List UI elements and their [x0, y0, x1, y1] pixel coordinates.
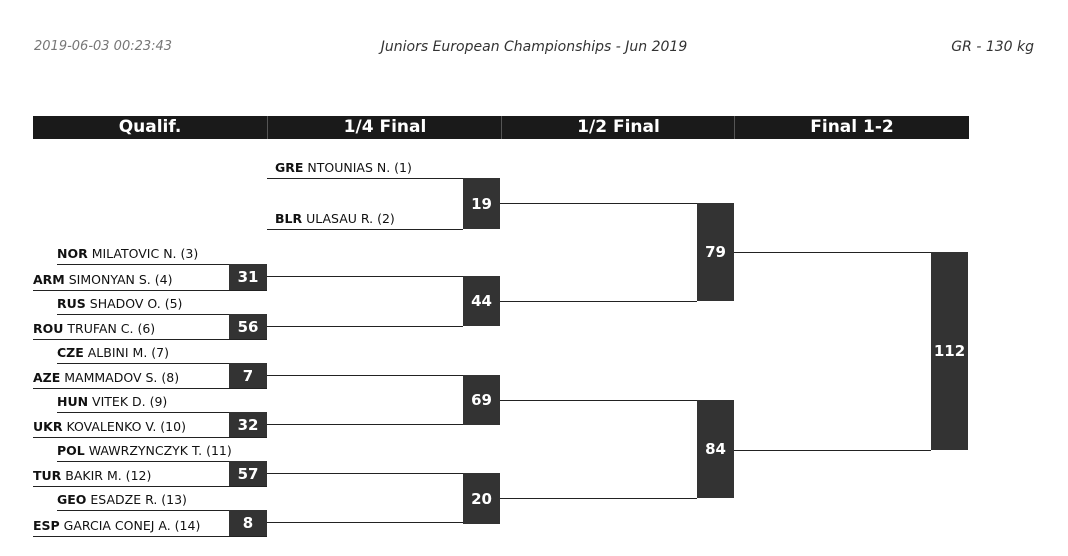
bracket-line: [57, 461, 267, 462]
bracket-line: [267, 424, 463, 425]
bracket-line: [267, 229, 463, 230]
round-header-quarter: 1/4 Final: [267, 116, 502, 139]
athlete-entry: BLR ULASAU R. (2): [275, 211, 395, 226]
bracket-line: [33, 437, 267, 438]
athlete-entry: ARM SIMONYAN S. (4): [33, 272, 172, 287]
bracket-line: [33, 290, 267, 291]
match-box-qualif[interactable]: 31: [229, 264, 267, 290]
match-box-qualif[interactable]: 56: [229, 314, 267, 339]
athlete-nation: UKR: [33, 419, 63, 434]
bracket-line: [267, 326, 463, 327]
bracket-line: [33, 486, 267, 487]
athlete-nation: POL: [57, 443, 85, 458]
athlete-name: ULASAU R. (2): [302, 211, 395, 226]
round-header-semi: 1/2 Final: [501, 116, 735, 139]
athlete-nation: RUS: [57, 296, 86, 311]
athlete-entry: GRE NTOUNIAS N. (1): [275, 160, 412, 175]
athlete-nation: NOR: [57, 246, 88, 261]
athlete-nation: ROU: [33, 321, 64, 336]
athlete-nation: TUR: [33, 468, 62, 483]
match-box-qualif[interactable]: 32: [229, 412, 267, 437]
athlete-entry: HUN VITEK D. (9): [57, 394, 167, 409]
bracket-line: [267, 375, 463, 376]
athlete-entry: TUR BAKIR M. (12): [33, 468, 151, 483]
athlete-name: BAKIR M. (12): [61, 468, 152, 483]
match-box-qualif[interactable]: 57: [229, 461, 267, 486]
athlete-name: KOVALENKO V. (10): [62, 419, 186, 434]
match-box-quarter[interactable]: 20: [463, 473, 500, 524]
match-box-quarter[interactable]: 69: [463, 375, 500, 425]
bracket-line: [33, 388, 267, 389]
bracket-line: [734, 450, 931, 451]
athlete-entry: UKR KOVALENKO V. (10): [33, 419, 186, 434]
athlete-name: MAMMADOV S. (8): [60, 370, 180, 385]
athlete-entry: AZE MAMMADOV S. (8): [33, 370, 179, 385]
athlete-entry: RUS SHADOV O. (5): [57, 296, 182, 311]
athlete-nation: BLR: [275, 211, 303, 226]
athlete-name: ALBINI M. (7): [83, 345, 169, 360]
bracket-line: [734, 252, 931, 253]
athlete-name: SHADOV O. (5): [85, 296, 183, 311]
athlete-name: SIMONYAN S. (4): [64, 272, 173, 287]
match-box-qualif[interactable]: 8: [229, 510, 267, 536]
weight-category: GR - 130 kg: [951, 39, 1034, 55]
athlete-name: VITEK D. (9): [88, 394, 168, 409]
athlete-name: TRUFAN C. (6): [63, 321, 156, 336]
bracket-line: [57, 412, 267, 413]
athlete-name: WAWRZYNCZYK T. (11): [84, 443, 232, 458]
athlete-nation: AZE: [33, 370, 61, 385]
match-box-semi[interactable]: 84: [697, 400, 734, 498]
bracket-line: [267, 178, 463, 179]
bracket-line: [500, 498, 697, 499]
athlete-name: GARCIA CONEJ A. (14): [59, 518, 201, 533]
athlete-nation: HUN: [57, 394, 89, 409]
athlete-name: ESADZE R. (13): [86, 492, 187, 507]
athlete-nation: ESP: [33, 518, 60, 533]
bracket-line: [500, 400, 697, 401]
athlete-entry: POL WAWRZYNCZYK T. (11): [57, 443, 232, 458]
timestamp: 2019-06-03 00:23:43: [34, 39, 173, 54]
athlete-nation: GRE: [275, 160, 304, 175]
athlete-name: MILATOVIC N. (3): [87, 246, 199, 261]
bracket-line: [57, 264, 267, 265]
athlete-entry: CZE ALBINI M. (7): [57, 345, 169, 360]
match-box-quarter[interactable]: 44: [463, 276, 500, 326]
bracket-line: [57, 363, 267, 364]
match-box-semi[interactable]: 79: [697, 203, 734, 301]
round-header-qualif: Qualif.: [33, 116, 267, 139]
athlete-nation: CZE: [57, 345, 84, 360]
bracket-line: [267, 276, 463, 277]
athlete-entry: ESP GARCIA CONEJ A. (14): [33, 518, 200, 533]
match-box-final[interactable]: 112: [931, 252, 968, 450]
athlete-entry: GEO ESADZE R. (13): [57, 492, 187, 507]
athlete-entry: NOR MILATOVIC N. (3): [57, 246, 198, 261]
bracket-line: [267, 473, 463, 474]
bracket-line: [33, 536, 267, 537]
match-box-qualif[interactable]: 7: [229, 363, 267, 388]
athlete-entry: ROU TRUFAN C. (6): [33, 321, 155, 336]
athlete-nation: ARM: [33, 272, 65, 287]
bracket-line: [267, 522, 463, 523]
athlete-nation: GEO: [57, 492, 87, 507]
bracket-line: [500, 301, 697, 302]
bracket-line: [57, 314, 267, 315]
event-title: Juniors European Championships - Jun 201…: [380, 39, 688, 55]
round-header-final: Final 1-2: [734, 116, 969, 139]
bracket-line: [57, 510, 267, 511]
bracket-line: [500, 203, 697, 204]
bracket-line: [33, 339, 267, 340]
match-box-quarter[interactable]: 19: [463, 178, 500, 229]
athlete-name: NTOUNIAS N. (1): [303, 160, 412, 175]
